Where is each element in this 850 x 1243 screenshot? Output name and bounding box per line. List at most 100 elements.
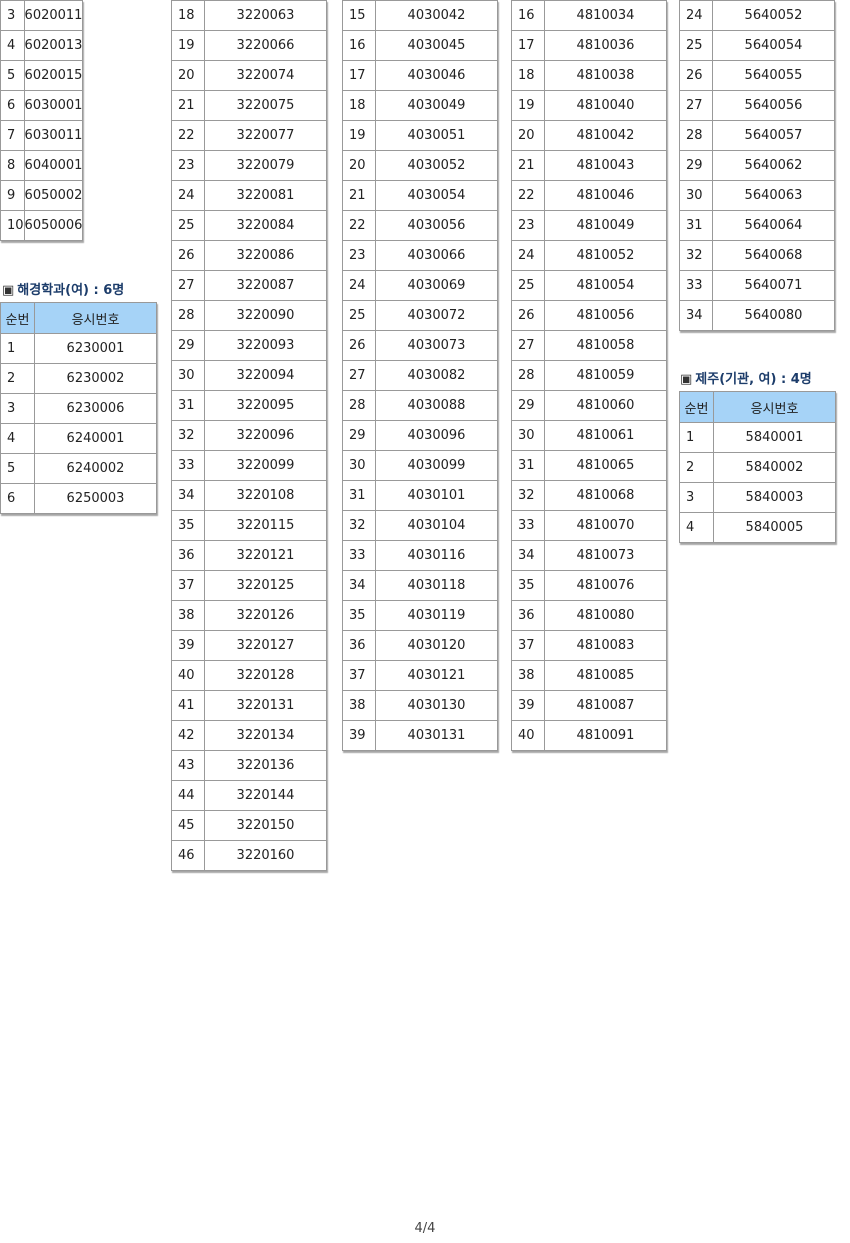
seq-cell: 32 (511, 480, 545, 511)
exam-number-cell: 6040001 (23, 150, 84, 181)
seq-cell: 32 (679, 240, 713, 271)
exam-number-cell: 4810091 (544, 720, 667, 751)
seq-cell: 31 (679, 210, 713, 241)
seq-cell: 8 (0, 150, 25, 181)
exam-number-cell: 4810038 (544, 60, 667, 91)
exam-number-cell: 3220084 (204, 210, 327, 241)
exam-number-cell: 6230006 (34, 393, 157, 424)
seq-cell: 33 (171, 450, 205, 481)
exam-number-cell: 3220063 (204, 0, 327, 31)
seq-cell: 2 (679, 452, 714, 483)
seq-cell: 29 (679, 150, 713, 181)
seq-cell: 1 (679, 422, 714, 453)
seq-cell: 34 (171, 480, 205, 511)
exam-number-cell: 3220075 (204, 90, 327, 121)
seq-cell: 5 (0, 453, 35, 484)
exam-number-cell: 4030073 (375, 330, 498, 361)
exam-number-cell: 4810085 (544, 660, 667, 691)
exam-number-cell: 3220074 (204, 60, 327, 91)
seq-cell: 15 (342, 0, 376, 31)
exam-number-cell: 3220108 (204, 480, 327, 511)
exam-number-cell: 4030116 (375, 540, 498, 571)
exam-number-cell: 4030104 (375, 510, 498, 541)
seq-cell: 27 (342, 360, 376, 391)
seq-cell: 31 (342, 480, 376, 511)
seq-cell: 18 (511, 60, 545, 91)
seq-cell: 25 (679, 30, 713, 61)
exam-number-cell: 4810070 (544, 510, 667, 541)
seq-cell: 28 (171, 300, 205, 331)
exam-number-cell: 4030118 (375, 570, 498, 601)
exam-number-cell: 5640063 (712, 180, 835, 211)
exam-number-cell: 5640052 (712, 0, 835, 31)
seq-cell: 32 (342, 510, 376, 541)
exam-number-cell: 4810061 (544, 420, 667, 451)
seq-cell: 22 (342, 210, 376, 241)
exam-number-cell: 3220115 (204, 510, 327, 541)
seq-cell: 5 (0, 60, 25, 91)
exam-number-cell: 4030072 (375, 300, 498, 331)
exam-number-cell: 6240001 (34, 423, 157, 454)
exam-number-cell: 3220090 (204, 300, 327, 331)
exam-number-cell: 5840003 (713, 482, 836, 513)
exam-number-cell: 3220131 (204, 690, 327, 721)
header-exam-number: 응시번호 (34, 302, 157, 334)
seq-cell: 29 (342, 420, 376, 451)
seq-cell: 20 (511, 120, 545, 151)
exam-number-cell: 4810043 (544, 150, 667, 181)
exam-number-cell: 6020013 (23, 30, 84, 61)
exam-number-cell: 4810083 (544, 630, 667, 661)
exam-number-cell: 4810058 (544, 330, 667, 361)
seq-cell: 38 (342, 690, 376, 721)
seq-cell: 33 (679, 270, 713, 301)
exam-number-cell: 3220121 (204, 540, 327, 571)
section-heading-maritime-police-female: ▣해경학과(여) : 6명 (2, 279, 124, 298)
seq-cell: 37 (342, 660, 376, 691)
seq-cell: 38 (171, 600, 205, 631)
exam-number-cell: 4030088 (375, 390, 498, 421)
seq-cell: 17 (342, 60, 376, 91)
exam-number-cell: 5640057 (712, 120, 835, 151)
exam-number-cell: 4810065 (544, 450, 667, 481)
seq-cell: 10 (0, 210, 25, 241)
exam-number-cell: 5640056 (712, 90, 835, 121)
seq-cell: 16 (342, 30, 376, 61)
